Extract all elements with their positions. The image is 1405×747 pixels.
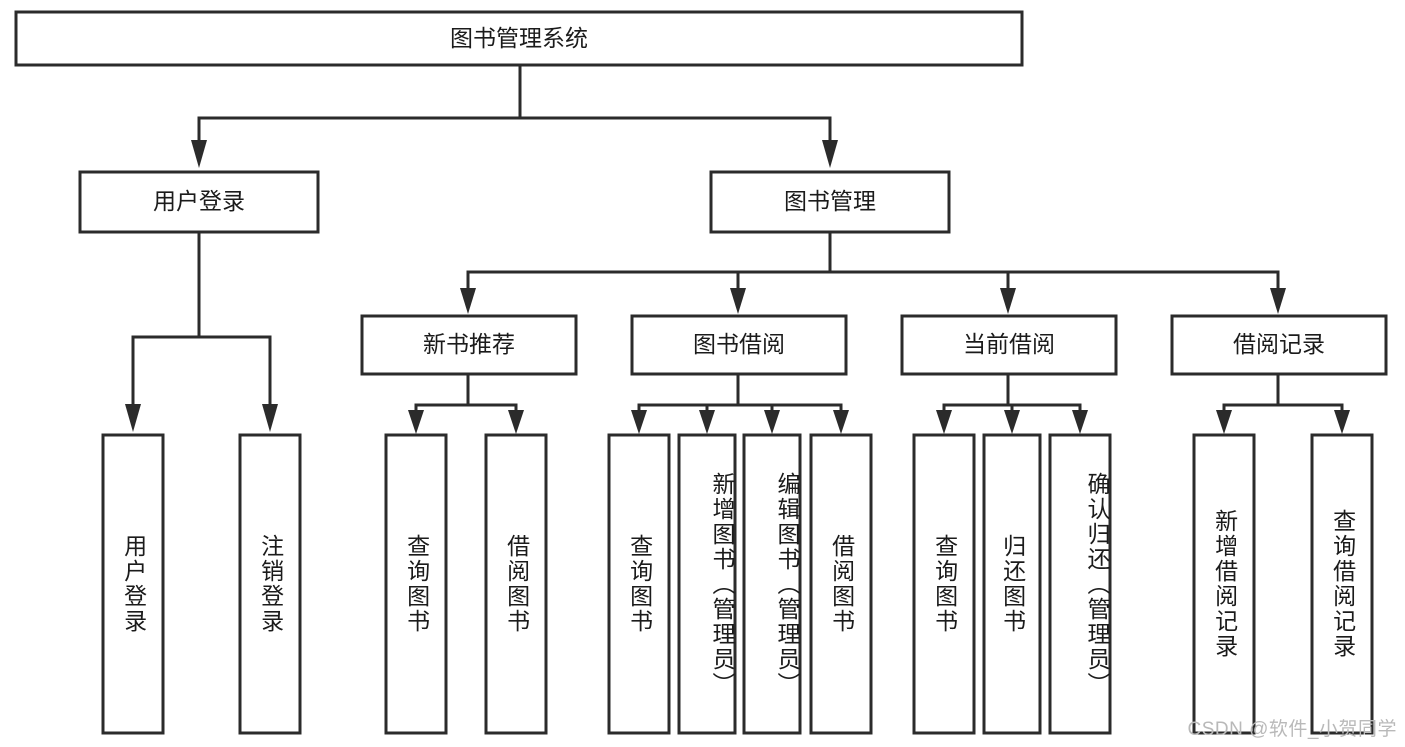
node-user-login-box[interactable]: [78, 170, 320, 234]
arrow-bb-to-leaf3-icon: [764, 410, 780, 434]
node-leaf-query-book-3-box[interactable]: [912, 433, 976, 735]
node-borrow-record-label: 借阅记录: [1233, 331, 1325, 357]
arrow-bm-to-borrow-record-icon: [1270, 288, 1286, 314]
arrow-nbr-to-leaf1-icon: [408, 410, 424, 434]
arrow-bm-to-book-borrow-icon: [730, 288, 746, 314]
node-user-login-label: 用户登录: [153, 188, 245, 214]
node-borrow-record-box[interactable]: [1170, 314, 1388, 376]
node-leaf-return-book-box[interactable]: [982, 433, 1042, 735]
node-book-management[interactable]: 图书管理: [709, 170, 951, 234]
connector-group-root: [191, 63, 838, 168]
arrow-root-to-book-management-icon: [822, 140, 838, 168]
connector-group-user-login: [125, 230, 278, 432]
arrow-bb-to-leaf1-icon: [631, 410, 647, 434]
node-leaf-query-book-1-box[interactable]: [384, 433, 448, 735]
node-root[interactable]: 图书管理系统: [14, 10, 1024, 67]
arrow-bb-to-leaf4-icon: [833, 410, 849, 434]
arrow-root-to-user-login-icon: [191, 140, 207, 168]
node-book-management-box[interactable]: [709, 170, 951, 234]
node-new-book-recommend-label: 新书推荐: [423, 331, 515, 357]
node-leaf-user-login-box[interactable]: [101, 433, 165, 735]
node-current-borrow[interactable]: 当前借阅: [900, 314, 1118, 376]
arrow-bm-to-new-book-icon: [460, 288, 476, 314]
node-book-management-label: 图书管理: [784, 188, 876, 214]
connector-group-book-management: [460, 230, 1286, 314]
arrow-br-to-leaf2-icon: [1334, 410, 1350, 434]
node-new-book-recommend[interactable]: 新书推荐: [360, 314, 578, 376]
arrow-bb-to-leaf2-icon: [699, 410, 715, 434]
node-leaf-query-record-box[interactable]: [1310, 433, 1374, 735]
connector-group-book-borrow: [631, 372, 849, 434]
node-root-label: 图书管理系统: [450, 25, 588, 51]
node-borrow-record[interactable]: 借阅记录: [1170, 314, 1388, 376]
node-leaf-confirm-return-box[interactable]: [1048, 433, 1112, 735]
arrow-cb-to-leaf1-icon: [936, 410, 952, 434]
node-leaf-borrow-book-2-box[interactable]: [809, 433, 873, 735]
arrow-cb-to-leaf2-icon: [1004, 410, 1020, 434]
node-leaf-logout-login-box[interactable]: [238, 433, 302, 735]
node-leaf-add-record-box[interactable]: [1192, 433, 1256, 735]
node-book-borrow[interactable]: 图书借阅: [630, 314, 848, 376]
watermark-text: CSDN @软件_小贺同学: [1187, 719, 1397, 740]
node-current-borrow-box[interactable]: [900, 314, 1118, 376]
node-leaf-edit-book-box[interactable]: [742, 433, 802, 735]
node-user-login[interactable]: 用户登录: [78, 170, 320, 234]
node-root-box[interactable]: [14, 10, 1024, 67]
arrow-nbr-to-leaf2-icon: [508, 410, 524, 434]
node-book-borrow-label: 图书借阅: [693, 331, 785, 357]
connector-group-current-borrow: [936, 372, 1088, 434]
connector-group-new-book-recommend: [408, 372, 524, 434]
node-new-book-recommend-box[interactable]: [360, 314, 578, 376]
node-leaf-add-book-box[interactable]: [677, 433, 737, 735]
arrow-ul-to-leaf2-icon: [262, 404, 278, 432]
arrow-cb-to-leaf3-icon: [1072, 410, 1088, 434]
node-leaf-query-book-2-box[interactable]: [607, 433, 671, 735]
arrow-bm-to-current-borrow-icon: [1000, 288, 1016, 314]
node-book-borrow-box[interactable]: [630, 314, 848, 376]
node-current-borrow-label: 当前借阅: [963, 331, 1055, 357]
arrow-br-to-leaf1-icon: [1216, 410, 1232, 434]
arrow-ul-to-leaf1-icon: [125, 404, 141, 432]
connector-group-borrow-record: [1216, 372, 1350, 434]
node-leaf-borrow-book-1-box[interactable]: [484, 433, 548, 735]
